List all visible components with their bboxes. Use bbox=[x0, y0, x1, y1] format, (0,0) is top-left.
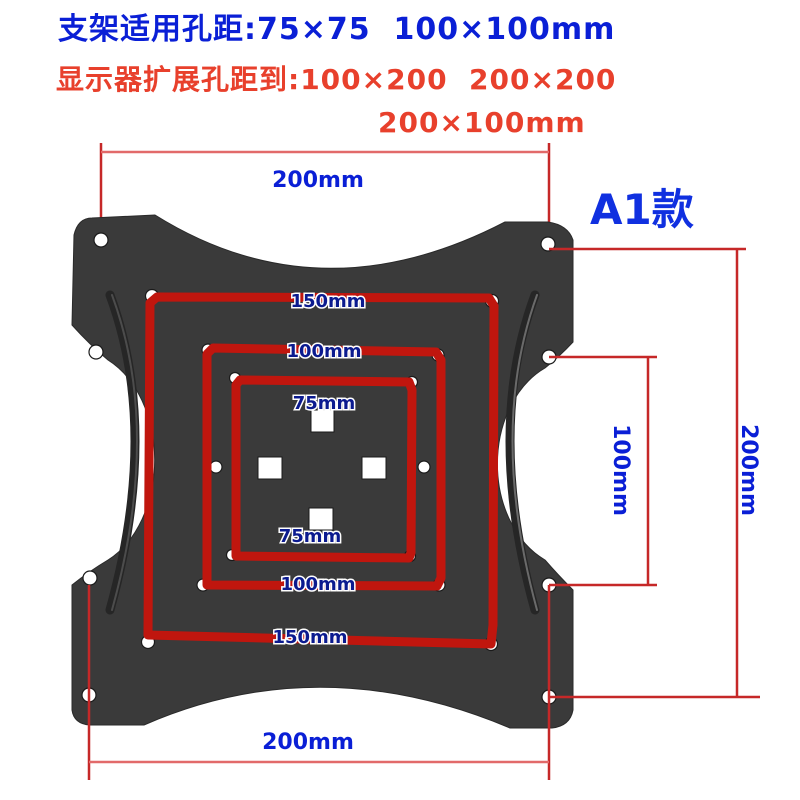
square-75-bottom-label: 75mm bbox=[279, 526, 342, 547]
model-variant-label: A1款 bbox=[590, 185, 694, 234]
compatible-vesa-title: 支架适用孔距:75×75 100×100mm bbox=[58, 12, 616, 47]
square-100-top-label: 100mm bbox=[286, 341, 361, 362]
square-150-bottom-label: 150mm bbox=[272, 627, 347, 648]
square-100 bbox=[202, 343, 446, 591]
bottom-width-dimension bbox=[87, 585, 549, 780]
bottom-width-label: 200mm bbox=[262, 730, 354, 755]
right-outer-height-label: 200mm bbox=[736, 424, 761, 516]
square-150-top-label: 150mm bbox=[290, 291, 365, 312]
square-slots bbox=[257, 409, 387, 531]
right-inner-height-label: 100mm bbox=[608, 424, 633, 516]
square-75 bbox=[231, 375, 417, 563]
mounting-plate bbox=[71, 214, 574, 729]
extended-vesa-title: 显示器扩展孔距到:100×200 200×200 bbox=[56, 63, 617, 96]
square-150 bbox=[143, 292, 499, 649]
vesa-squares bbox=[143, 292, 499, 649]
square-75-top-label: 75mm bbox=[293, 393, 356, 414]
square-100-bottom-label: 100mm bbox=[280, 574, 355, 595]
right-height-dimensions bbox=[547, 247, 760, 780]
top-width-label: 200mm bbox=[272, 168, 364, 193]
extended-vesa-title-continued: 200×100mm bbox=[378, 106, 586, 139]
